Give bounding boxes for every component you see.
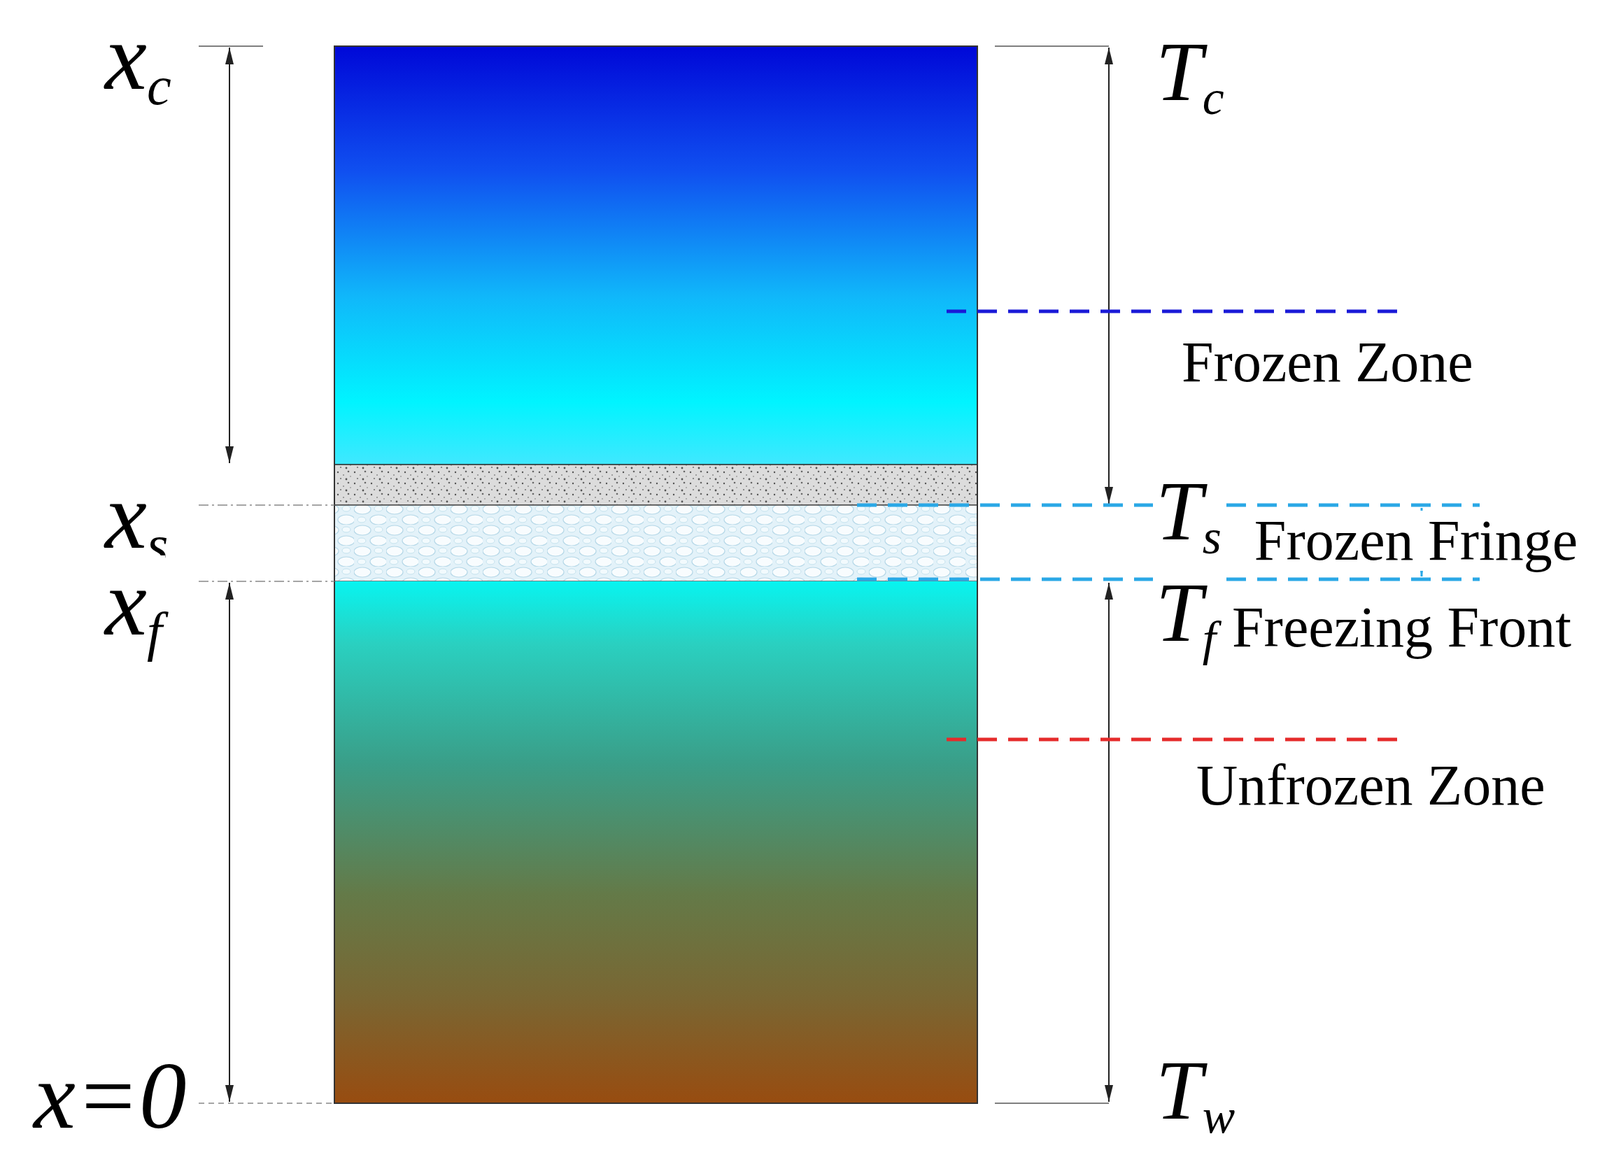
symbol-main: T xyxy=(1155,25,1203,119)
dimension-arrow xyxy=(1108,47,1110,504)
unfrozen-zone-marker xyxy=(946,738,1403,742)
label-holder: x=0 xyxy=(30,1048,190,1144)
dimension-arrow xyxy=(1108,582,1110,1102)
symbol-subscript: c xyxy=(1202,70,1225,125)
zone-label: Frozen Zone xyxy=(1178,332,1477,393)
symbol-subscript: w xyxy=(1202,1089,1235,1144)
symbol-label: xc xyxy=(102,9,175,114)
symbol-subscript: s xyxy=(1202,510,1222,564)
symbol-main: T xyxy=(1155,1043,1203,1137)
dimension-arrow xyxy=(228,582,231,1102)
symbol-subscript: c xyxy=(146,55,172,117)
symbol-label: Tw xyxy=(1152,1048,1238,1141)
frozen-zone-band xyxy=(334,46,978,465)
label-holder: Frozen Fringe xyxy=(1251,510,1581,571)
symbol-main: T xyxy=(1155,565,1203,660)
zone-label: Frozen Fringe xyxy=(1251,510,1581,571)
label-holder: Tc xyxy=(1152,30,1228,122)
label-holder: Tw xyxy=(1152,1048,1238,1141)
soil-column-outline xyxy=(334,46,978,1104)
label-holder: Freezing Front xyxy=(1229,597,1575,658)
extension-line xyxy=(994,45,1109,47)
symbol-label: xf xyxy=(102,555,166,660)
symbol-label: Ts xyxy=(1152,469,1225,562)
label-holder: xc xyxy=(102,9,175,114)
extension-line xyxy=(198,1102,335,1104)
frozen-fringe-band xyxy=(334,505,978,582)
ice-lens-band xyxy=(334,464,978,506)
zone-label: Freezing Front xyxy=(1229,597,1575,658)
label-holder: xf xyxy=(102,555,166,660)
symbol-subscript: f xyxy=(1202,611,1216,666)
frozen-zone-marker xyxy=(946,309,1403,314)
extension-line xyxy=(198,580,335,583)
symbol-label: Tc xyxy=(1152,30,1228,122)
symbol-label: x=0 xyxy=(30,1048,190,1144)
unfrozen-zone-band xyxy=(334,581,978,1104)
label-holder: Ts xyxy=(1152,469,1225,562)
label-holder: Tf xyxy=(1152,570,1219,663)
extension-line xyxy=(198,45,264,47)
extension-line xyxy=(198,504,335,506)
dimension-arrow xyxy=(228,47,231,464)
symbol-subscript: f xyxy=(146,600,163,662)
symbol-label: Tf xyxy=(1152,570,1219,663)
symbol-main: x xyxy=(104,550,147,655)
symbol-main: T xyxy=(1155,464,1203,558)
label-holder: Frozen Zone xyxy=(1178,332,1477,393)
label-holder: Unfrozen Zone xyxy=(1193,755,1549,816)
extension-line xyxy=(994,1102,1109,1104)
symbol-main: x xyxy=(104,4,147,110)
zone-label: Unfrozen Zone xyxy=(1193,755,1549,816)
